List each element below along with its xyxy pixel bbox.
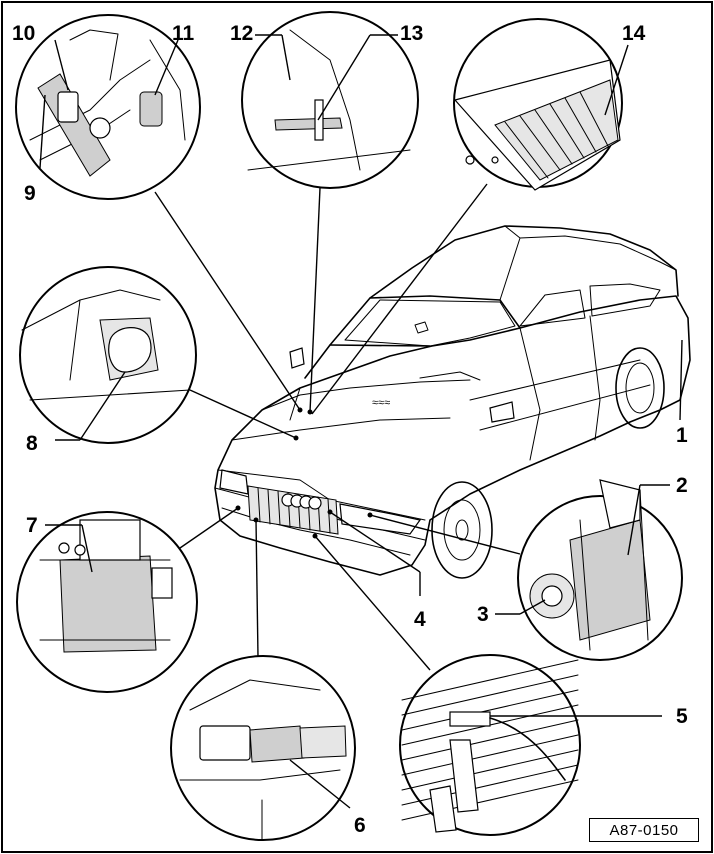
detail-circle-refrigerant-lines [15, 14, 201, 200]
callout-7: 7 [26, 514, 38, 537]
callout-1: 1 [676, 424, 688, 447]
callout-4: 4 [414, 608, 426, 631]
detail-circle-condenser [399, 654, 581, 836]
leader-lines [39, 34, 683, 809]
figure-reference-code: A87-0150 [589, 818, 699, 842]
detail-circle-dust-pollen-filter [453, 18, 623, 191]
rear-wheel [615, 347, 665, 429]
callout-2: 2 [676, 474, 688, 497]
detail-circle-water-drain [19, 266, 197, 444]
attachment-dots [235, 407, 373, 539]
detail-circle-cooling-fan-switch [16, 511, 198, 693]
detail-circle-temperature-sender [170, 655, 356, 841]
filter-pleats [504, 91, 609, 179]
front-wheel [431, 481, 493, 579]
callout-10: 10 [12, 22, 35, 45]
callout-6: 6 [354, 814, 366, 837]
four-rings-logo-icon [281, 493, 322, 510]
hood-badge-mark: ≈≈≈ [372, 397, 390, 409]
callout-3: 3 [477, 603, 489, 626]
callout-13: 13 [400, 22, 423, 45]
callout-14: 14 [622, 22, 646, 45]
callout-5: 5 [676, 705, 688, 728]
callout-8: 8 [26, 432, 38, 455]
car-illustration: ≈≈≈ [214, 225, 691, 579]
callout-12: 12 [230, 22, 253, 45]
callout-9: 9 [24, 182, 36, 205]
detail-circle-ac-compressor [517, 479, 683, 661]
callout-numbers: 10 11 9 12 13 14 8 7 1 2 3 4 5 6 [12, 22, 688, 837]
callout-11: 11 [172, 22, 195, 45]
